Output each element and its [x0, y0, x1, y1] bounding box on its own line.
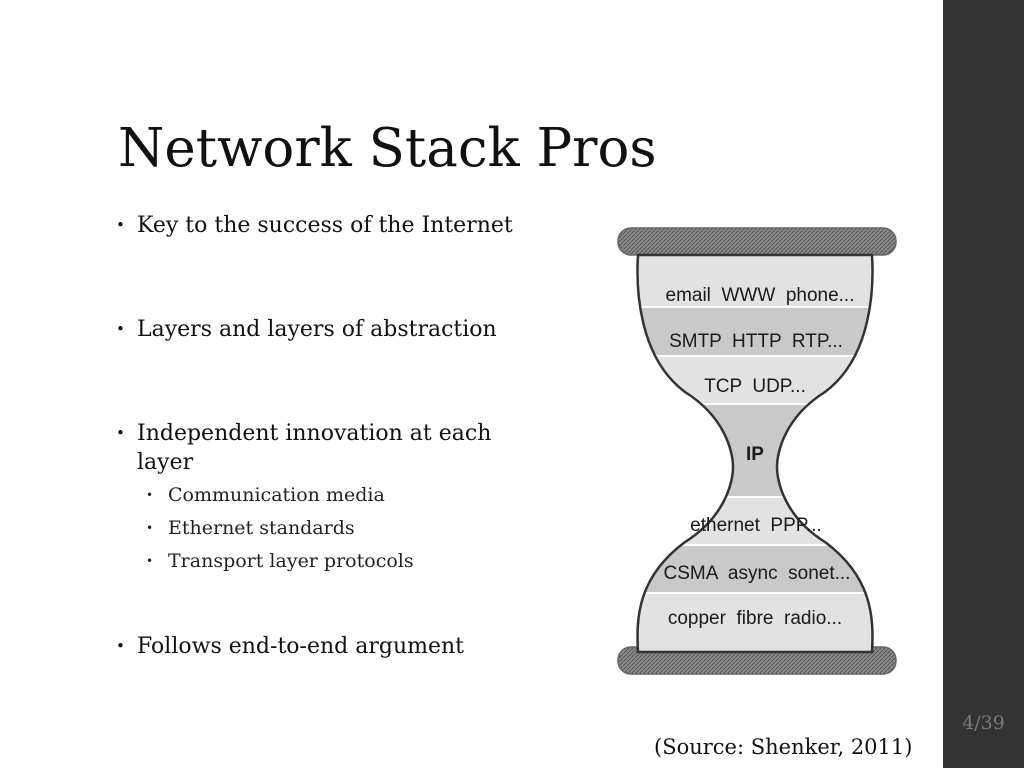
layer-label-mac: CSMA async sonet... [664, 563, 851, 584]
sub-bullet-dot-icon: • [146, 521, 154, 535]
sub-bullet-text: Transport layer protocols [168, 550, 414, 572]
layer-label-ip: IP [746, 444, 764, 465]
source-citation: (Source: Shenker, 2011) [654, 735, 913, 759]
bullet-dot-icon: • [116, 637, 125, 655]
sub-bullet-dot-icon: • [146, 554, 154, 568]
bullet-dot-icon: • [116, 320, 125, 338]
layer-label-application: email WWW phone... [666, 285, 855, 306]
layer-band-application-protocols [637, 307, 873, 356]
bullet-text: Independent innovation at each [137, 421, 492, 446]
layer-label-transport: TCP UDP... [704, 376, 806, 397]
bullet-dot-icon: • [116, 216, 125, 234]
layer-label-link: ethernet PPP... [690, 515, 822, 536]
hourglass-diagram: email WWW phone... SMTP HTTP RTP... TCP … [617, 227, 897, 675]
layer-label-application-protocols: SMTP HTTP RTP... [669, 331, 843, 352]
top-cap-bar [617, 227, 897, 256]
slide-number: 4/39 [962, 712, 1005, 734]
slide-sidebar: 4/39 [943, 0, 1024, 768]
layer-label-physical: copper fibre radio... [668, 608, 842, 629]
layer-band-mac [637, 545, 873, 593]
layer-band-physical [637, 593, 873, 652]
slide-title: Network Stack Pros [118, 118, 657, 179]
bullet-text: Key to the success of the Internet [137, 213, 513, 238]
bullet-text: layer [137, 450, 194, 475]
bullet-text: Layers and layers of abstraction [137, 317, 497, 342]
bullet-text: Follows end-to-end argument [137, 634, 465, 659]
hourglass-outline [636, 253, 874, 654]
sub-bullet-text: Ethernet standards [168, 517, 355, 539]
sub-bullet-dot-icon: • [146, 488, 154, 502]
bullet-dot-icon: • [116, 424, 125, 442]
sub-bullet-text: Communication media [168, 484, 385, 506]
layer-band-application [637, 255, 873, 307]
